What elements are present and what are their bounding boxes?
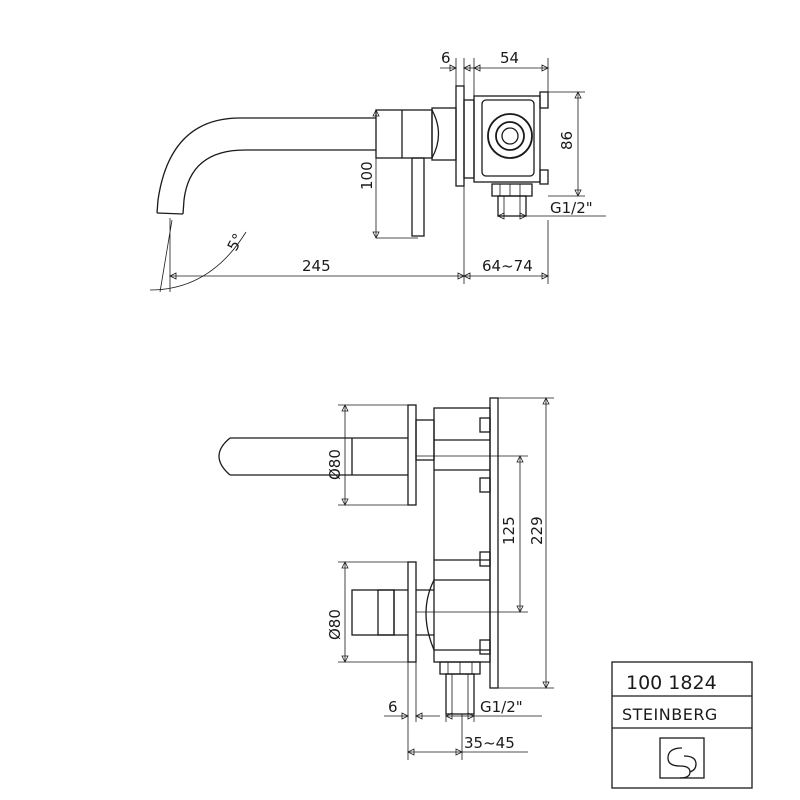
front-nut-hatch (447, 662, 473, 674)
dim-plate-thickness: 6 (441, 49, 451, 67)
dim-arrows-d80-bottom (341, 561, 349, 663)
dim-body-depth: 54 (500, 49, 519, 67)
lug-4 (479, 639, 491, 655)
title-block: 100 1824 STEINBERG (611, 661, 753, 789)
body-front (433, 407, 491, 663)
fitting-nut (491, 183, 533, 197)
dim-ext-front-bottom (407, 662, 475, 760)
dim-overall-height: 229 (528, 516, 546, 545)
spout-front (230, 437, 408, 476)
dim-thread-front: G1/2" (480, 698, 523, 716)
connection-ring-outer (487, 113, 533, 159)
lug-1 (479, 417, 491, 433)
thread-lines (503, 196, 521, 216)
title-block-frame (611, 661, 753, 789)
spout-outline-top (156, 117, 376, 214)
lever-knob (351, 589, 395, 636)
dim-center-distance: 125 (500, 516, 518, 545)
body-lug-bottom (539, 169, 549, 185)
body-front-sections (434, 439, 490, 651)
angle-lines (159, 218, 173, 293)
dim-ext-bottom (463, 186, 549, 284)
dim-line-125 (416, 455, 528, 613)
dim-arrows-top (449, 64, 549, 72)
front-thread-lines (451, 674, 469, 714)
rosette-bottom-plate (407, 561, 417, 663)
dim-arrows-bottom (169, 272, 549, 280)
side-view: 6 54 86 G1/2" 100 5° 245 64~74 (149, 49, 606, 293)
dim-ext-top (455, 58, 549, 96)
connection-ring-inner (501, 127, 519, 145)
collar-curve (431, 109, 440, 159)
dim-line-d80-bottom (338, 561, 408, 663)
dim-arrows-thread (497, 212, 527, 220)
dim-line-229 (498, 397, 554, 689)
concealed-body (473, 95, 541, 183)
dim-arrows-d80-top (341, 404, 349, 506)
dim-arrows-front-bottom (401, 712, 475, 720)
spout-collar (375, 109, 433, 159)
dim-rosette-top: Ø80 (326, 449, 344, 480)
spout-outline-bottom (182, 149, 376, 215)
spout-front-tip (218, 437, 231, 476)
body-inner (481, 99, 535, 177)
dim-arrows-35-45 (407, 748, 463, 756)
body-lug-top (539, 91, 549, 109)
article-number: 100 1824 (626, 672, 717, 694)
steinberg-logo-icon (659, 737, 705, 779)
connection-ring-mid (495, 121, 525, 151)
thread-stub (497, 195, 527, 217)
lever-knob-face (377, 589, 395, 636)
upper-stub (415, 419, 435, 461)
dim-line-86 (548, 91, 585, 197)
brand-name: STEINBERG (622, 705, 718, 724)
lever-stem (394, 589, 408, 636)
spout-outlet (156, 212, 184, 215)
body-flange (463, 99, 475, 179)
dim-install-depth-side: 64~74 (482, 257, 533, 275)
wall-plate (455, 85, 465, 187)
dim-plate-thickness-front: 6 (388, 698, 398, 716)
lug-3 (479, 551, 491, 567)
front-view: Ø80 Ø80 125 229 6 G1/2" 35~45 (218, 397, 554, 760)
dim-spout-length: 245 (302, 257, 331, 275)
nut-hatch (499, 184, 521, 196)
front-thread-stub (445, 673, 475, 715)
dim-arrows-125 (516, 455, 524, 613)
dim-rosette-bottom: Ø80 (326, 609, 344, 640)
lower-stub (416, 579, 435, 651)
lever-handle (411, 157, 425, 237)
dim-arrows-100 (372, 109, 380, 239)
rosette-top-plate (407, 404, 417, 506)
dim-arrows-229 (542, 397, 550, 689)
dim-thread-side: G1/2" (550, 199, 593, 217)
dim-line-d80-top (338, 404, 408, 506)
lug-2 (479, 477, 491, 493)
dim-spout-height: 100 (358, 161, 376, 190)
dim-line-100 (375, 110, 418, 239)
dim-arrows-86 (574, 91, 582, 197)
dim-install-depth-front: 35~45 (464, 734, 515, 752)
dim-body-height: 86 (558, 131, 576, 150)
spacer (431, 107, 457, 161)
angle-arc (149, 231, 247, 291)
back-plate (489, 397, 499, 689)
dim-angle: 5° (224, 230, 248, 254)
